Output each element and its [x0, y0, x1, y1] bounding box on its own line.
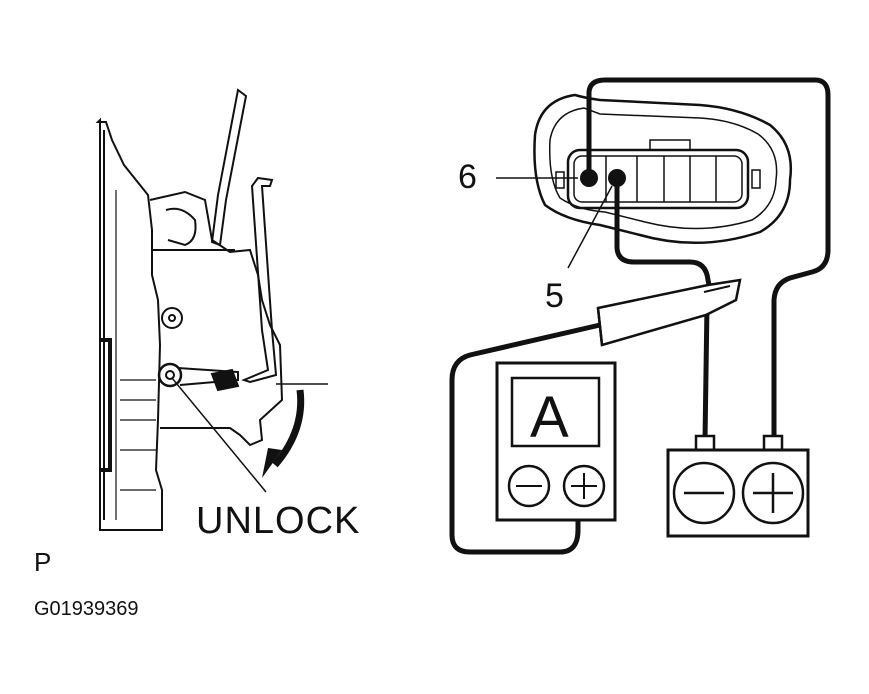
unlock-label: UNLOCK [196, 500, 361, 542]
ammeter-minus-icon [507, 464, 551, 508]
test-wires [449, 77, 831, 555]
callout-terminal-6: 6 [458, 158, 477, 196]
unlock-arrow [171, 377, 328, 493]
door-lock-assembly [95, 88, 284, 531]
battery-plus-icon [741, 461, 805, 525]
battery [666, 434, 810, 538]
connector-housing [533, 93, 792, 244]
ammeter [495, 361, 617, 522]
current-clamp [596, 278, 742, 347]
view-label: P [34, 547, 52, 577]
ammeter-plus-icon [562, 464, 606, 508]
ammeter-display: A [530, 385, 569, 450]
battery-minus-icon [672, 461, 736, 525]
figure-id: G01939369 [34, 598, 139, 620]
callout-terminal-5: 5 [545, 277, 564, 315]
